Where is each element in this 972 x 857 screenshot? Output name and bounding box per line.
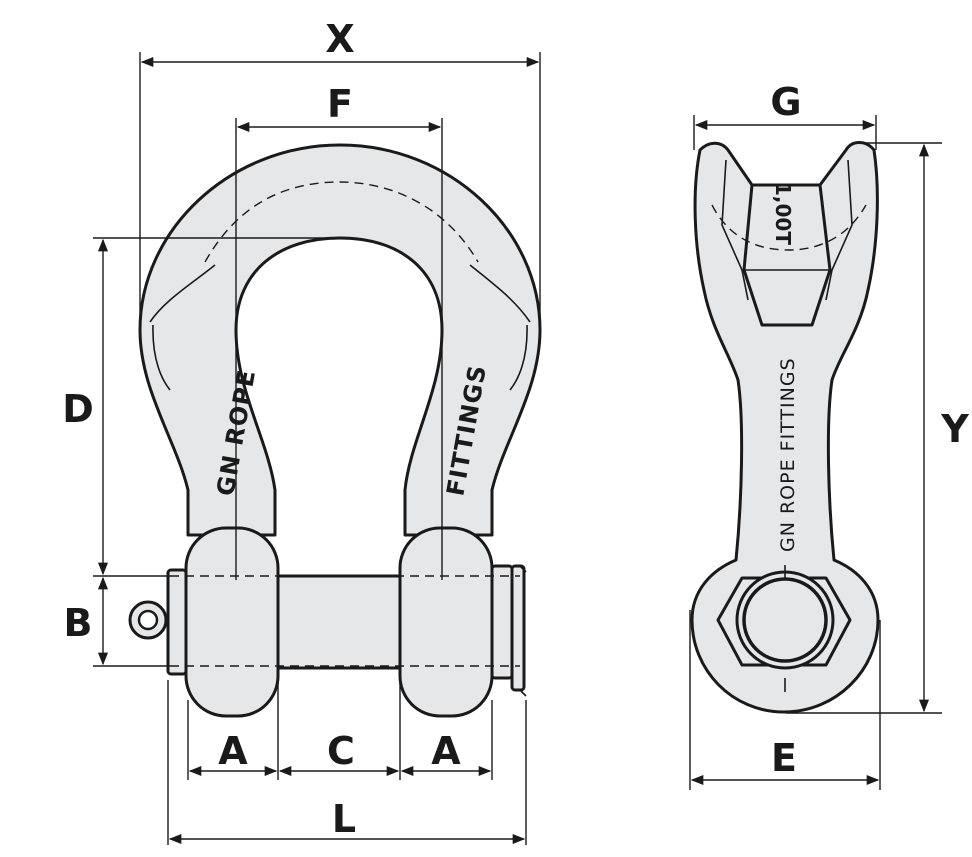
dim-e-label: E bbox=[771, 736, 797, 780]
dim-f-label: F bbox=[327, 82, 353, 126]
side-dimensions: G Y E bbox=[689, 80, 969, 790]
side-view: GN ROPE FITTINGS 1,00T bbox=[690, 141, 880, 714]
pin-eye-hole bbox=[137, 609, 159, 631]
dim-c-label: C bbox=[327, 729, 355, 773]
dim-d-label: D bbox=[62, 387, 94, 431]
front-dimensions: X F D B A C A L bbox=[62, 17, 541, 845]
right-eye bbox=[398, 526, 494, 718]
side-inner-left bbox=[721, 159, 749, 301]
side-body bbox=[690, 141, 880, 714]
dim-a-right-label: A bbox=[431, 729, 461, 773]
front-view: GN ROPE FITTINGS bbox=[128, 143, 542, 718]
bow-inner-contour-left bbox=[152, 324, 171, 391]
pin-head bbox=[166, 568, 188, 676]
dim-g-label: G bbox=[770, 80, 801, 124]
cotter-pin bbox=[510, 564, 526, 692]
side-brand-text: GN ROPE FITTINGS bbox=[777, 357, 799, 552]
shackle-bow bbox=[138, 143, 542, 537]
side-load-marking: 1,00T bbox=[771, 182, 795, 245]
side-hidden-arc bbox=[711, 204, 867, 251]
side-pin-outer bbox=[735, 570, 835, 670]
bow-face-line-left bbox=[149, 264, 216, 323]
dim-a-left-label: A bbox=[218, 729, 248, 773]
pin-body bbox=[276, 574, 402, 670]
dim-l-label: L bbox=[332, 797, 356, 841]
pin-nut bbox=[490, 564, 514, 680]
cotter-pin-tip bbox=[519, 565, 527, 697]
dim-x-label: X bbox=[325, 17, 354, 61]
left-eye bbox=[184, 526, 280, 718]
bow-inner-contour-right bbox=[509, 324, 528, 391]
side-inner-right bbox=[825, 159, 853, 301]
dim-b-label: B bbox=[64, 601, 93, 645]
bow-face-line-right bbox=[469, 264, 531, 323]
dim-y-label: Y bbox=[940, 407, 969, 451]
